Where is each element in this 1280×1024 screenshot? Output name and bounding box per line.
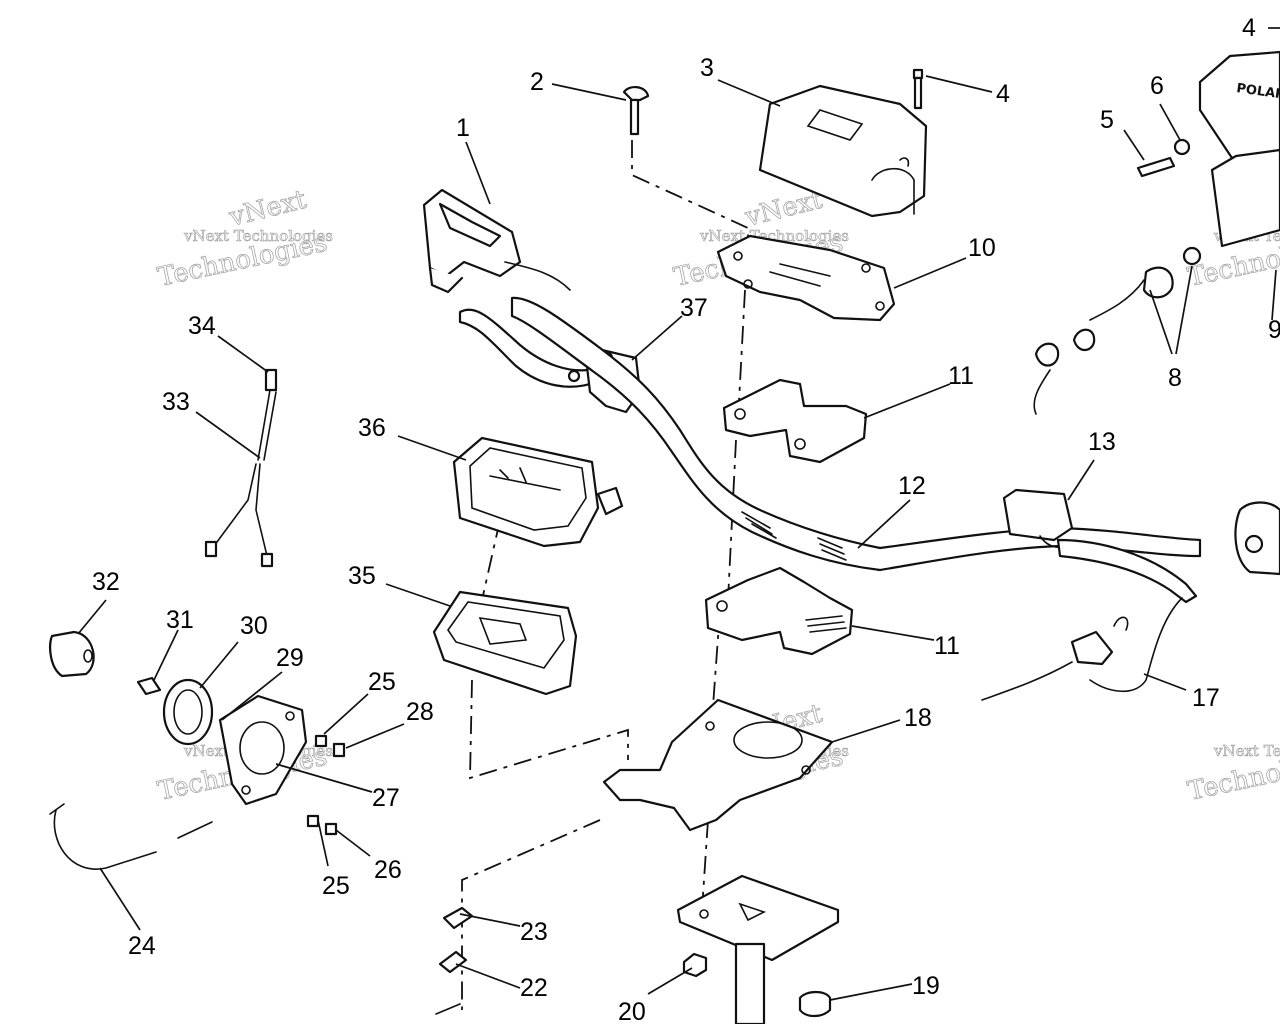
leader-lines — [77, 27, 1280, 1001]
callout-24: 24 — [128, 932, 156, 960]
callout-17: 17 — [1192, 684, 1220, 712]
part-nut — [682, 952, 708, 978]
part-sensor-cable — [204, 368, 278, 568]
callout-4: 4 — [996, 80, 1010, 108]
callout-26: 26 — [374, 856, 402, 884]
part-upper-clamp — [722, 378, 868, 464]
part-right-hood-assembly: POLARIS — [1033, 50, 1280, 576]
assembly-lines — [461, 140, 749, 1010]
callout-37: 37 — [680, 294, 708, 322]
callout-18: 18 — [904, 704, 932, 732]
watermark-text: vNext Technologies — [1213, 742, 1280, 760]
callout-29: 29 — [276, 644, 304, 672]
callout-35-36: 36 — [358, 414, 386, 442]
part-left-cluster — [49, 630, 346, 870]
watermark-text: vNext Technologies — [699, 227, 849, 245]
callout-32: 32 — [92, 568, 120, 596]
part-cover — [758, 84, 928, 218]
callout-12: 12 — [898, 472, 926, 500]
part-throttle-lever — [981, 538, 1198, 701]
part-steering-post-plate — [676, 874, 840, 1024]
callout-4-right: 4 — [1242, 14, 1256, 42]
callout-6: 6 — [1150, 72, 1164, 100]
part-screw — [622, 86, 650, 136]
part-bracket-plate — [716, 234, 896, 322]
callout-25-lower: 25 — [322, 872, 350, 900]
callout-10: 10 — [968, 234, 996, 262]
callout-34: 34 — [188, 312, 216, 340]
watermark-text: vNext — [225, 185, 309, 233]
callout-8: 8 — [1168, 364, 1182, 392]
part-speedometer-housing — [432, 590, 578, 696]
callout-2: 2 — [530, 68, 544, 96]
part-mounting-plate — [602, 698, 834, 832]
callout-numbers: 1 2 3 4 4 5 6 8 9 10 11 11 12 13 17 18 1… — [92, 14, 1280, 1024]
callout-25-upper: 25 — [368, 668, 396, 696]
callout-5: 5 — [1100, 106, 1114, 134]
callout-1: 1 — [456, 114, 470, 142]
callout-33: 33 — [162, 388, 190, 416]
part-bolt — [912, 68, 924, 110]
part-clips — [435, 906, 474, 1015]
callout-27: 27 — [372, 784, 400, 812]
part-speedometer — [452, 436, 624, 548]
callout-35: 35 — [348, 562, 376, 590]
callout-11-upper: 11 — [948, 362, 974, 390]
callout-20: 20 — [618, 998, 646, 1024]
callout-22: 22 — [520, 974, 548, 1002]
watermark-text: vNext Technologies — [183, 227, 333, 245]
callout-3: 3 — [700, 54, 714, 82]
callout-30: 30 — [240, 612, 268, 640]
callout-19: 19 — [912, 972, 940, 1000]
part-master-cylinder — [422, 188, 571, 294]
callout-11-lower: 11 — [934, 632, 960, 660]
callout-28: 28 — [406, 698, 434, 726]
part-handlebar — [510, 296, 1202, 572]
part-lower-clamp — [704, 566, 854, 656]
callout-9: 9 — [1268, 316, 1280, 344]
callout-23: 23 — [520, 918, 548, 946]
callout-13: 13 — [1088, 428, 1116, 456]
callout-31: 31 — [166, 606, 194, 634]
